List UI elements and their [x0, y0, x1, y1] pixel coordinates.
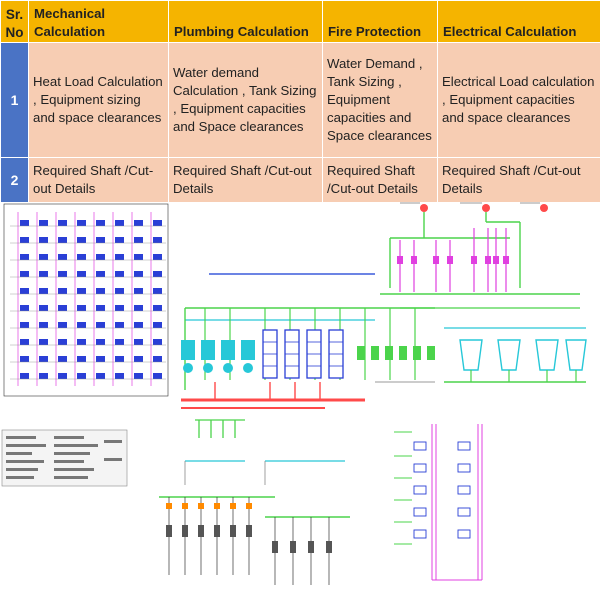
- legend-thumbnail: [0, 428, 135, 488]
- calculation-table: Sr. No Mechanical Calculation Plumbing C…: [0, 0, 600, 203]
- table-header-row: Sr. No Mechanical Calculation Plumbing C…: [0, 0, 600, 43]
- cell-fire: Required Shaft /Cut-out Details: [322, 157, 438, 203]
- table-row: 1 Heat Load Calculation , Equipment sizi…: [0, 42, 600, 158]
- header-mechanical: Mechanical Calculation: [28, 0, 169, 43]
- fire-protection-schematic: [380, 198, 580, 318]
- row-number: 1: [0, 42, 29, 158]
- cell-plumbing: Required Shaft /Cut-out Details: [168, 157, 323, 203]
- row-number: 2: [0, 157, 29, 203]
- cell-electrical: Required Shaft /Cut-out Details: [437, 157, 600, 203]
- cell-electrical: Electrical Load calculation , Equipment …: [437, 42, 600, 158]
- cell-mechanical: Heat Load Calculation , Equipment sizing…: [28, 42, 169, 158]
- header-electrical: Electrical Calculation: [437, 0, 600, 43]
- shaft-riser-diagram: [392, 420, 502, 585]
- cell-mechanical: Required Shaft /Cut-out Details: [28, 157, 169, 203]
- header-sr-no: Sr. No: [0, 0, 29, 43]
- header-plumbing: Plumbing Calculation: [168, 0, 323, 43]
- hvac-riser-schematic: [0, 200, 172, 400]
- plumbing-pump-schematic: [175, 270, 445, 450]
- electrical-single-line-diagram: [155, 455, 355, 595]
- table-row: 2 Required Shaft /Cut-out Details Requir…: [0, 157, 600, 203]
- cell-plumbing: Water demand Calculation , Tank Sizing ,…: [168, 42, 323, 158]
- header-fire-protection: Fire Protection: [322, 0, 438, 43]
- cooling-tower-schematic: [440, 320, 590, 400]
- cell-fire: Water Demand , Tank Sizing , Equipment c…: [322, 42, 438, 158]
